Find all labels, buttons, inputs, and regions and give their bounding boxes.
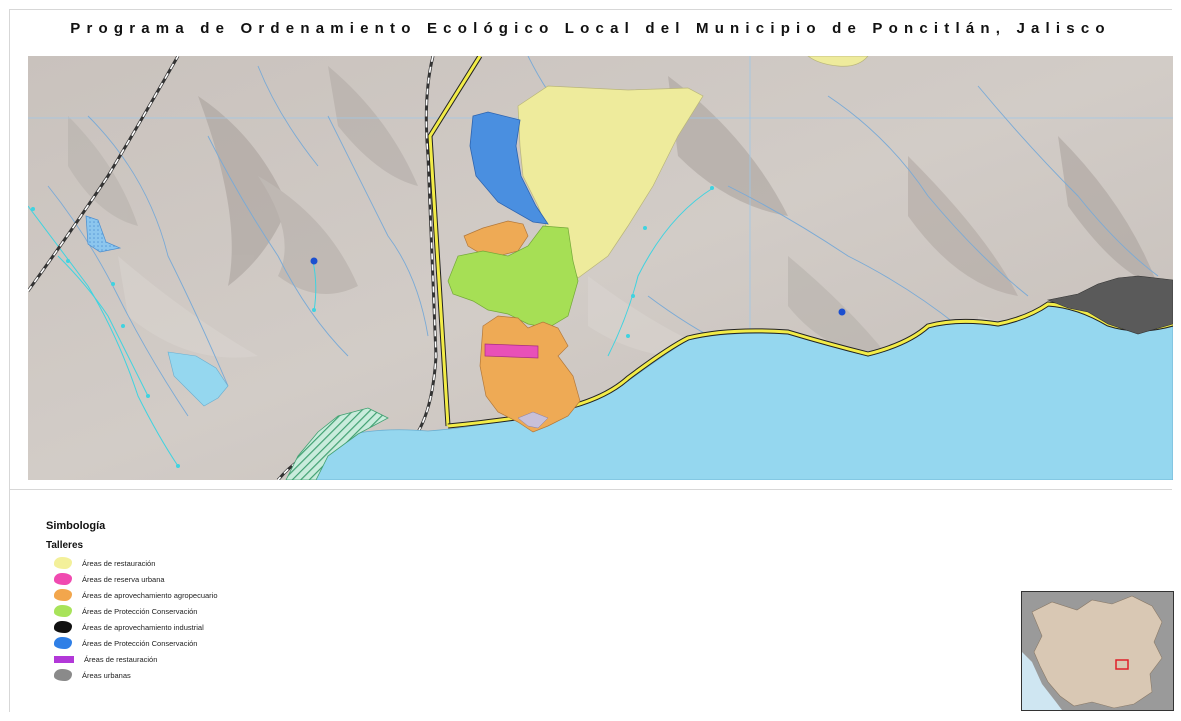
frame-top <box>9 9 1172 10</box>
legend-item: Áreas de Protección Conservación <box>46 635 446 651</box>
blob-swatch-icon <box>54 621 72 633</box>
inset-jalisco <box>1031 595 1163 709</box>
legend-label: Áreas de aprovechamiento agropecuario <box>82 590 218 600</box>
relief-shading <box>68 66 1158 356</box>
legend-item: Áreas de reserva urbana <box>46 571 446 587</box>
legend-item: Áreas urbanas <box>46 667 446 683</box>
legend-label: Áreas urbanas <box>82 670 131 680</box>
inset-ocean <box>1022 652 1062 710</box>
legend-label: Áreas de Protección Conservación <box>82 638 198 648</box>
blob-swatch-icon <box>54 557 72 569</box>
zone-agropecuario-norte[interactable] <box>463 220 529 257</box>
legend-label: Áreas de Protección Conservación <box>82 606 198 616</box>
blob-swatch-icon <box>54 573 72 585</box>
legend-title: Simbología <box>46 520 106 532</box>
shore-village <box>517 411 549 429</box>
main-map[interactable] <box>28 56 1173 480</box>
zone-restauracion-norte <box>807 56 869 67</box>
water-point-markers <box>310 257 846 316</box>
pond-left <box>85 215 122 253</box>
blob-swatch-icon <box>54 637 72 649</box>
legend: Simbología Talleres Áreas de restauració… <box>46 520 446 700</box>
hatched-zone <box>285 407 389 480</box>
zone-proteccion-azul[interactable] <box>469 111 549 225</box>
zone-reserva-urbana[interactable] <box>484 343 539 359</box>
legend-item: Áreas de aprovechamiento agropecuario <box>46 587 446 603</box>
legend-label: Áreas de restauración <box>82 558 156 568</box>
blob-swatch-icon <box>54 669 72 681</box>
frame-left <box>9 9 10 712</box>
lagoon-left <box>167 351 229 407</box>
rect-swatch-icon <box>54 655 74 663</box>
legend-label: Áreas de reserva urbana <box>82 574 165 584</box>
blob-swatch-icon <box>54 589 72 601</box>
legend-item: Áreas de aprovechamiento industrial <box>46 619 446 635</box>
blob-swatch-icon <box>54 605 72 617</box>
legend-item: Áreas de restauración <box>46 555 446 571</box>
map-title: Programa de Ordenamiento Ecológico Local… <box>70 20 1111 37</box>
frame-divider <box>9 489 1172 490</box>
zone-proteccion-verde[interactable] <box>447 225 579 329</box>
legend-items: Áreas de restauración Áreas de reserva u… <box>46 555 446 683</box>
legend-label: Áreas de aprovechamiento industrial <box>82 622 204 632</box>
locator-inset-map <box>1021 591 1174 711</box>
stream-nodes <box>31 186 714 468</box>
legend-item: Áreas de restauración <box>46 651 446 667</box>
zone-urbana[interactable] <box>1046 275 1173 335</box>
legend-label: Áreas de restauración <box>84 654 158 664</box>
inset-location-marker <box>1115 659 1129 670</box>
legend-item: Áreas de Protección Conservación <box>46 603 446 619</box>
legend-subtitle: Talleres <box>46 540 84 551</box>
